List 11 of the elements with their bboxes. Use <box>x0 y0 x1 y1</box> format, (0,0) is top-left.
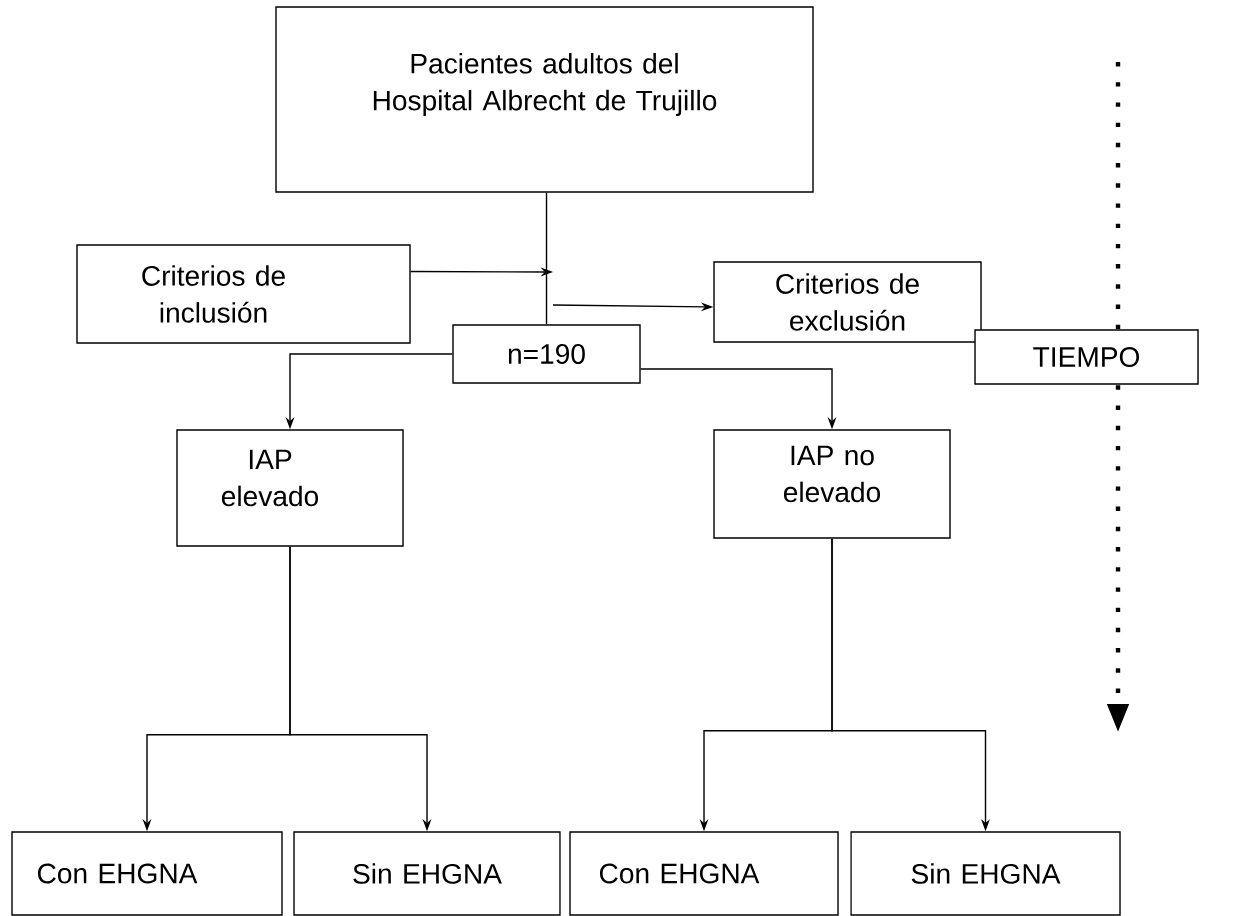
process-box: Con EHGNA <box>11 831 283 916</box>
process-box: Sin EHGNA <box>850 831 1121 916</box>
process-box: IAP elevado <box>176 429 404 547</box>
time-box: TIEMPO <box>974 329 1199 385</box>
process-box: Criterios de exclusión <box>713 261 982 343</box>
process-box: Con EHGNA <box>569 831 839 916</box>
process-box: Criterios de inclusión <box>76 244 411 344</box>
process-box: IAP no elevado <box>713 429 951 539</box>
process-box: Pacientes adultos del Hospital Albrecht de Trujillo <box>275 6 814 193</box>
process-box: Sin EHGNA <box>293 831 561 916</box>
process-box: n=190 <box>452 324 641 384</box>
